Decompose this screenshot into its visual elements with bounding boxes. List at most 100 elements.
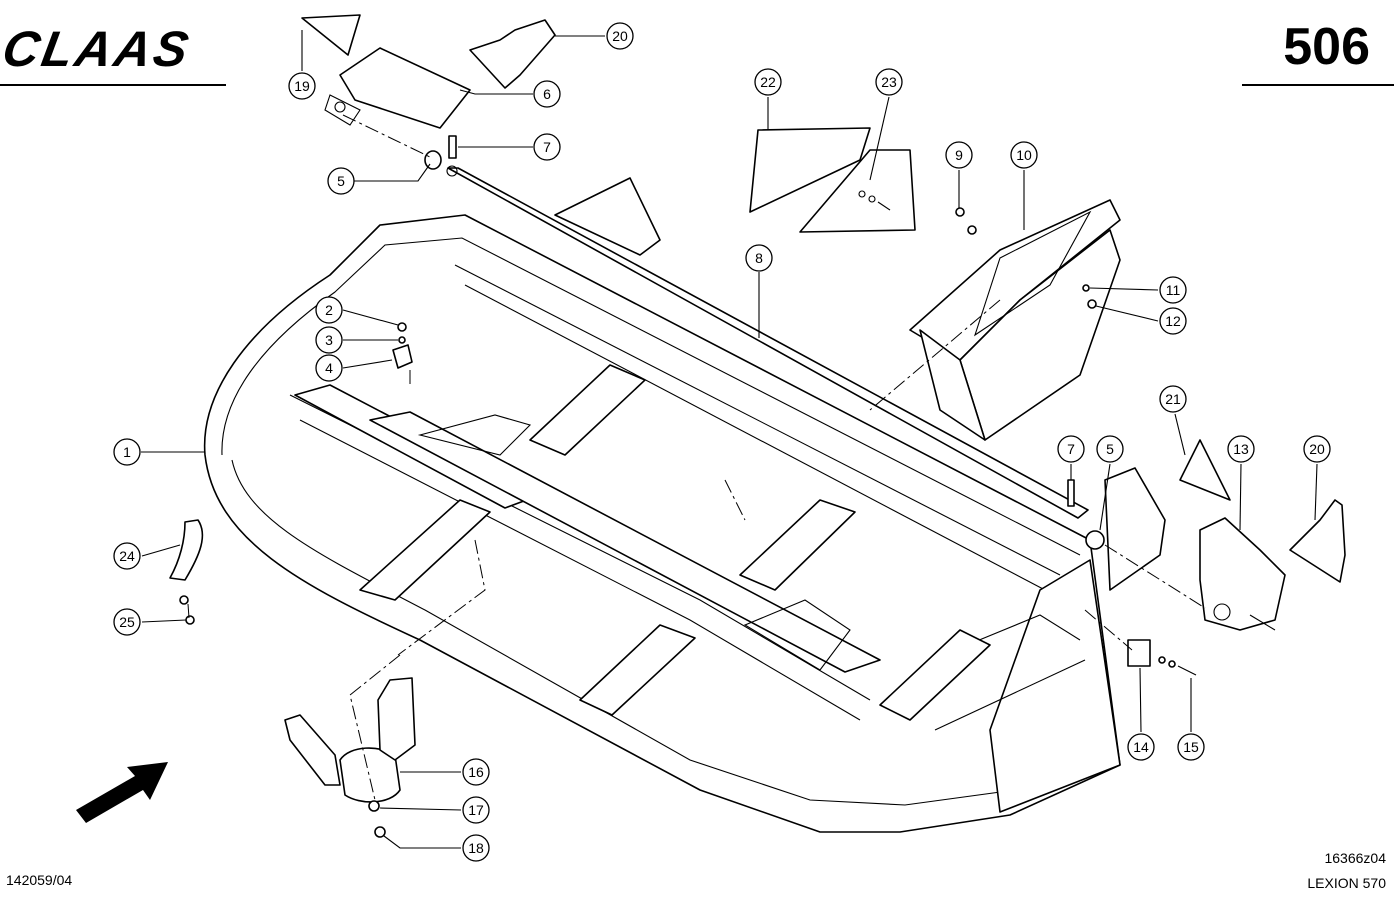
assembly-line-5 <box>349 654 401 801</box>
svg-text:4: 4 <box>325 360 333 376</box>
bolt-18 <box>374 826 386 838</box>
svg-text:3: 3 <box>325 332 333 348</box>
nut-9 <box>955 207 965 217</box>
assembly-line-4 <box>1084 609 1133 651</box>
bearing-housing-13 <box>1199 517 1286 631</box>
assembly-line-3 <box>1104 544 1206 609</box>
callout-20-right: 20 <box>1303 435 1331 463</box>
callout-6: 6 <box>533 80 561 108</box>
washer-3 <box>398 336 406 344</box>
assembly-line-1 <box>342 114 433 159</box>
callout-21: 21 <box>1159 385 1187 413</box>
assembly-line-9 <box>187 603 190 619</box>
svg-text:22: 22 <box>760 74 776 90</box>
main-frame <box>203 214 1121 833</box>
callout-7: 7 <box>533 133 561 161</box>
callout-1: 1 <box>113 438 141 466</box>
pin-7-right <box>1067 479 1075 507</box>
assembly-line-2 <box>869 299 1001 411</box>
callout-22: 22 <box>754 68 782 96</box>
cover-right <box>1104 467 1166 591</box>
svg-text:14: 14 <box>1133 739 1149 755</box>
direction-arrow <box>76 762 168 823</box>
callout-leaders <box>141 30 1318 849</box>
callout-23: 23 <box>875 68 903 96</box>
callouts: 1 2 3 4 5 6 7 8 9 10 11 12 19 20 22 23 2… <box>113 22 1331 862</box>
assembly-line-6 <box>397 539 486 656</box>
svg-text:24: 24 <box>119 548 135 564</box>
bolt-2 <box>397 322 407 332</box>
assembly-line-8 <box>724 479 746 521</box>
plate-14 <box>1127 639 1151 667</box>
washer-14b <box>1168 660 1176 668</box>
svg-text:15: 15 <box>1183 739 1199 755</box>
callout-3: 3 <box>315 326 343 354</box>
bearing-housing-left <box>324 47 471 129</box>
plate-19 <box>301 14 361 56</box>
callout-18: 18 <box>462 834 490 862</box>
brand-logo: CLAAS <box>0 20 196 77</box>
callout-25: 25 <box>113 608 141 636</box>
callout-16: 16 <box>462 758 490 786</box>
callout-2: 2 <box>315 296 343 324</box>
svg-text:2: 2 <box>325 302 333 318</box>
svg-text:8: 8 <box>755 250 763 266</box>
callout-19: 19 <box>288 72 316 100</box>
callout-17: 17 <box>462 796 490 824</box>
callout-7-right: 7 <box>1057 435 1085 463</box>
svg-text:5: 5 <box>1106 441 1114 457</box>
pin-7-top <box>448 135 457 159</box>
svg-text:12: 12 <box>1165 313 1181 329</box>
callout-11: 11 <box>1159 276 1187 304</box>
svg-text:19: 19 <box>294 78 310 94</box>
bolt-15 <box>1177 665 1197 676</box>
bracket-16 <box>284 677 416 803</box>
callout-9: 9 <box>945 141 973 169</box>
svg-text:17: 17 <box>468 802 484 818</box>
callout-8: 8 <box>745 244 773 272</box>
callout-24: 24 <box>113 542 141 570</box>
bracket-22 <box>749 127 871 213</box>
callout-13: 13 <box>1227 435 1255 463</box>
svg-text:11: 11 <box>1166 282 1181 298</box>
svg-text:23: 23 <box>881 74 897 90</box>
washer-25 <box>179 595 189 605</box>
svg-text:6: 6 <box>543 86 551 102</box>
page-number: 506 <box>1283 18 1370 76</box>
svg-text:5: 5 <box>337 173 345 189</box>
plate-20-right <box>1289 499 1346 583</box>
svg-text:13: 13 <box>1233 441 1249 457</box>
callout-20-top: 20 <box>606 22 634 50</box>
model-name: LEXION 570 <box>1307 875 1386 891</box>
washer-5-top <box>424 150 442 170</box>
washer-9b <box>967 225 977 235</box>
plate-21 <box>1179 439 1231 501</box>
washer-14a <box>1158 656 1166 664</box>
top-shield <box>554 177 661 256</box>
guide-24 <box>169 519 204 581</box>
callout-5: 5 <box>327 167 355 195</box>
drive-shaft <box>446 165 1089 519</box>
svg-text:21: 21 <box>1165 391 1181 407</box>
drawing-code: 16366z04 <box>1324 850 1386 866</box>
bolt-25 <box>185 615 195 625</box>
svg-text:10: 10 <box>1016 147 1032 163</box>
svg-text:7: 7 <box>543 139 551 155</box>
clamp-4 <box>392 344 413 369</box>
svg-text:20: 20 <box>612 28 628 44</box>
washer-5-right <box>1085 530 1105 550</box>
callout-15: 15 <box>1177 733 1205 761</box>
callout-10: 10 <box>1010 141 1038 169</box>
callout-4: 4 <box>315 354 343 382</box>
svg-text:1: 1 <box>123 444 131 460</box>
svg-text:16: 16 <box>468 764 484 780</box>
svg-text:25: 25 <box>119 614 135 630</box>
washer-11 <box>1082 284 1090 292</box>
callout-5-right: 5 <box>1096 435 1124 463</box>
svg-text:7: 7 <box>1067 441 1075 457</box>
svg-text:9: 9 <box>955 147 963 163</box>
bolt-12 <box>1087 299 1097 309</box>
callout-12: 12 <box>1159 307 1187 335</box>
plate-20-top <box>469 19 556 89</box>
